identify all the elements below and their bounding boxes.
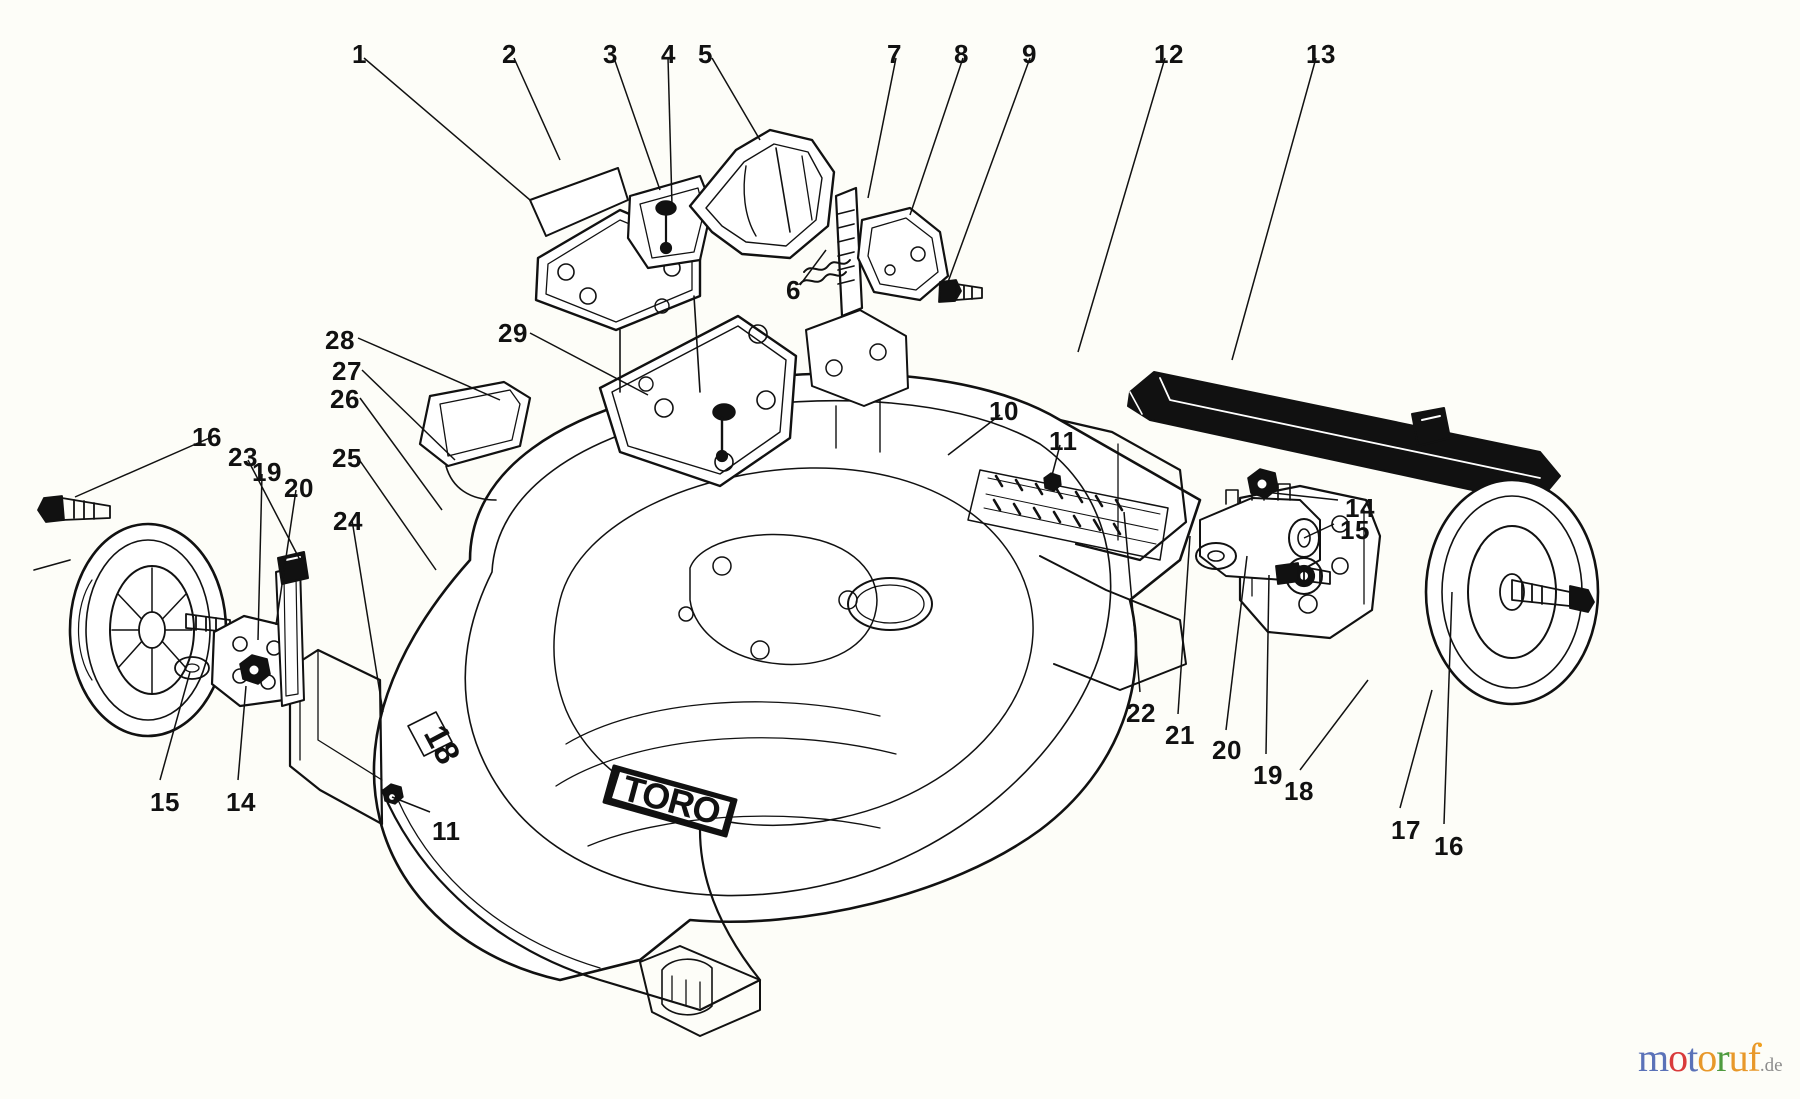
leader-line [613,57,661,191]
leader-line [275,489,297,626]
watermark-letter: m [1638,1035,1669,1080]
leader-line [1049,444,1061,484]
callout-12: 12 [1154,39,1184,69]
watermark-letter: r [1716,1035,1729,1080]
leader-line [1443,591,1453,825]
callout-9: 9 [1022,39,1037,69]
leader-line [799,249,827,286]
leader-line [363,57,531,201]
callout-19: 19 [252,457,282,487]
leader-line [357,337,501,401]
leader-line [867,57,897,199]
callout-26: 26 [330,384,360,414]
callout-25: 25 [332,443,362,473]
leader-line [1077,57,1166,353]
callout-14: 14 [1345,493,1375,523]
leader-line [909,57,964,216]
callout-29: 29 [498,318,528,348]
leader-line [74,435,215,498]
callout-20: 20 [284,473,314,503]
callout-8: 8 [954,39,969,69]
leader-line [1399,689,1433,809]
callout-2: 2 [502,39,517,69]
leader-line [947,414,1001,456]
callout-7: 7 [887,39,902,69]
watermark-letter: o [1697,1035,1717,1080]
callout-11: 11 [1049,426,1078,456]
watermark-suffix: .de [1759,1055,1783,1076]
leader-line [513,57,561,161]
callout-15: 15 [1340,515,1370,545]
callout-24: 24 [333,506,363,536]
leader-line [359,397,443,511]
callout-27: 27 [332,356,362,386]
leader-line [361,369,456,461]
callout-3: 3 [603,39,618,69]
callout-10: 10 [989,396,1019,426]
callout-22: 22 [1126,698,1156,728]
watermark-letter: o [1668,1035,1688,1080]
callout-18: 18 [1284,776,1314,806]
leader-line [237,685,247,781]
leader-line [1265,574,1270,755]
leader-line [1303,523,1335,539]
leader-line [1299,679,1369,771]
callout-20: 20 [1212,735,1242,765]
leader-line [667,57,673,206]
callout-21: 21 [1165,720,1195,750]
callout-17: 17 [1391,815,1421,845]
watermark-dot [1758,1043,1762,1047]
leader-line [247,459,301,561]
callout-1: 1 [352,39,367,69]
callout-16: 16 [192,422,222,452]
leader-line [159,671,191,781]
leader-line [1177,535,1191,715]
leader-line [1123,511,1141,693]
leader-line [529,332,649,396]
motoruf-watermark: motoruf.de [1638,1038,1783,1078]
callout-13: 13 [1306,39,1336,69]
leader-line [391,796,431,813]
leader-line [1231,57,1317,361]
callout-6: 6 [786,275,801,305]
callout-16: 16 [1434,831,1464,861]
leader-line [947,57,1031,283]
callout-23: 23 [228,442,258,472]
leader-line [1225,555,1248,731]
callout-11: 11 [432,816,461,846]
leader-line [351,519,384,713]
watermark-letter: t [1687,1035,1698,1080]
callout-28: 28 [325,325,355,355]
leader-line [357,457,437,571]
callout-5: 5 [698,39,713,69]
callout-15: 15 [150,787,180,817]
watermark-letter: f [1747,1035,1761,1080]
callout-4: 4 [661,39,676,69]
callout-14: 14 [226,787,256,817]
leader-line [1263,491,1339,501]
callout-19: 19 [1253,760,1283,790]
leader-line [257,473,263,641]
leader-line [711,57,761,141]
watermark-letter: u [1728,1035,1749,1080]
